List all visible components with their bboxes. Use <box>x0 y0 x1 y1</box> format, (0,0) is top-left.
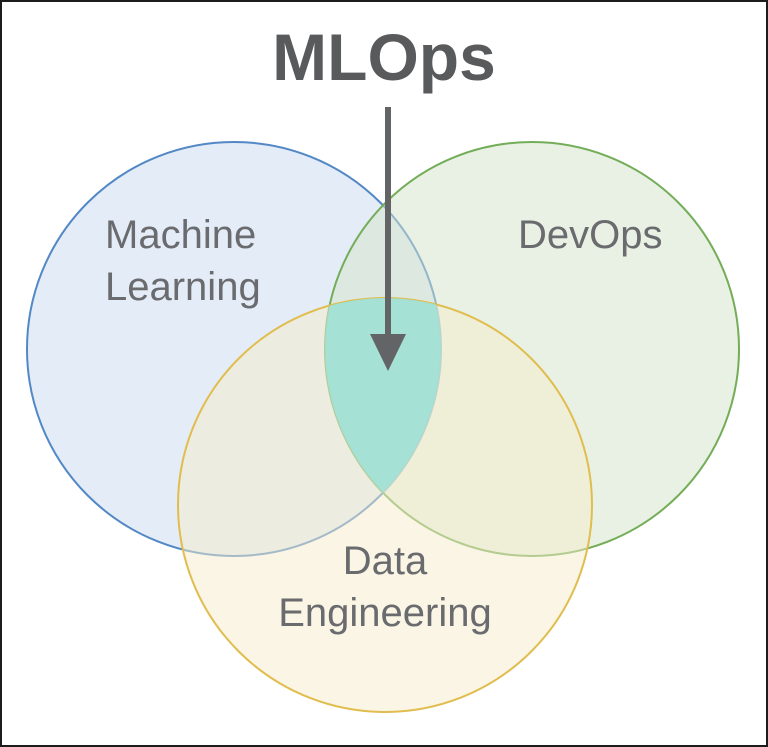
label-devops-line1: DevOps <box>518 213 663 257</box>
label-machine-learning: Machine Learning <box>105 209 261 313</box>
label-data-engineering-line2: Engineering <box>278 591 492 635</box>
arrow-down-icon <box>370 107 406 371</box>
diagram-title: MLOps <box>272 20 496 94</box>
label-devops: DevOps <box>518 209 663 261</box>
label-data-engineering-line1: Data <box>342 539 428 583</box>
label-machine-learning-line1: Machine <box>105 213 257 257</box>
label-machine-learning-line2: Learning <box>105 265 261 309</box>
label-data-engineering: Data Engineering <box>185 535 585 639</box>
arrow-head <box>370 334 406 371</box>
